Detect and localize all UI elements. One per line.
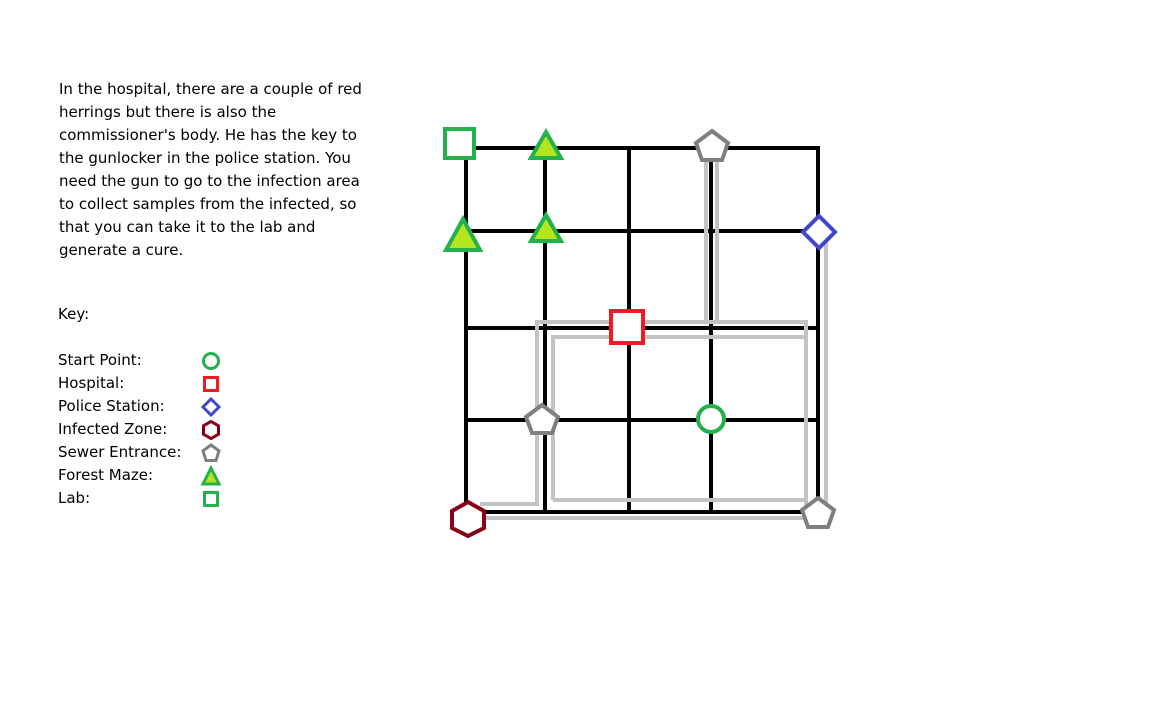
lab-marker (443, 127, 476, 160)
diamond-icon (200, 396, 222, 418)
triangle-icon (200, 465, 222, 486)
story-text: In the hospital, there are a couple of r… (59, 80, 362, 259)
legend-item-start: Start Point: (58, 349, 238, 372)
legend-item-lab: Lab: (58, 487, 238, 510)
legend-label: Lab: (58, 489, 91, 507)
legend-label: Hospital: (58, 374, 125, 392)
sewer-entrance-marker (693, 128, 731, 162)
legend-label: Police Station: (58, 397, 165, 415)
hospital-marker (609, 309, 645, 345)
legend-item-forest-maze: Forest Maze: (58, 464, 238, 487)
sewer-tunnel (551, 335, 808, 500)
map-grid (464, 146, 820, 514)
legend-label: Sewer Entrance: (58, 443, 182, 461)
legend-label: Forest Maze: (58, 466, 154, 484)
start-point-marker (696, 404, 726, 434)
forest-maze-marker (527, 127, 565, 160)
key-title: Key: (58, 305, 90, 323)
circle-icon (202, 352, 220, 370)
legend-label: Start Point: (58, 351, 142, 369)
legend-item-infected-zone: Infected Zone: (58, 418, 238, 441)
police-station-marker (800, 213, 838, 251)
legend-item-hospital: Hospital: (58, 372, 238, 395)
legend-label: Infected Zone: (58, 420, 168, 438)
pentagon-icon (201, 443, 221, 462)
sewer-tunnels (480, 160, 828, 520)
sewer-tunnel (480, 320, 808, 506)
forest-maze-marker (442, 214, 484, 252)
square-icon (203, 491, 219, 507)
infected-zone-marker (450, 499, 486, 539)
sewer-entrance-marker (523, 402, 561, 435)
square-icon (203, 376, 219, 392)
legend-item-police-station: Police Station: (58, 395, 238, 418)
legend: Start Point: Hospital: Police Station: I… (58, 349, 238, 510)
hexagon-icon (202, 419, 220, 441)
legend-item-sewer-entrance: Sewer Entrance: (58, 441, 238, 464)
sewer-entrance-marker (799, 495, 837, 529)
forest-maze-marker (527, 210, 565, 243)
